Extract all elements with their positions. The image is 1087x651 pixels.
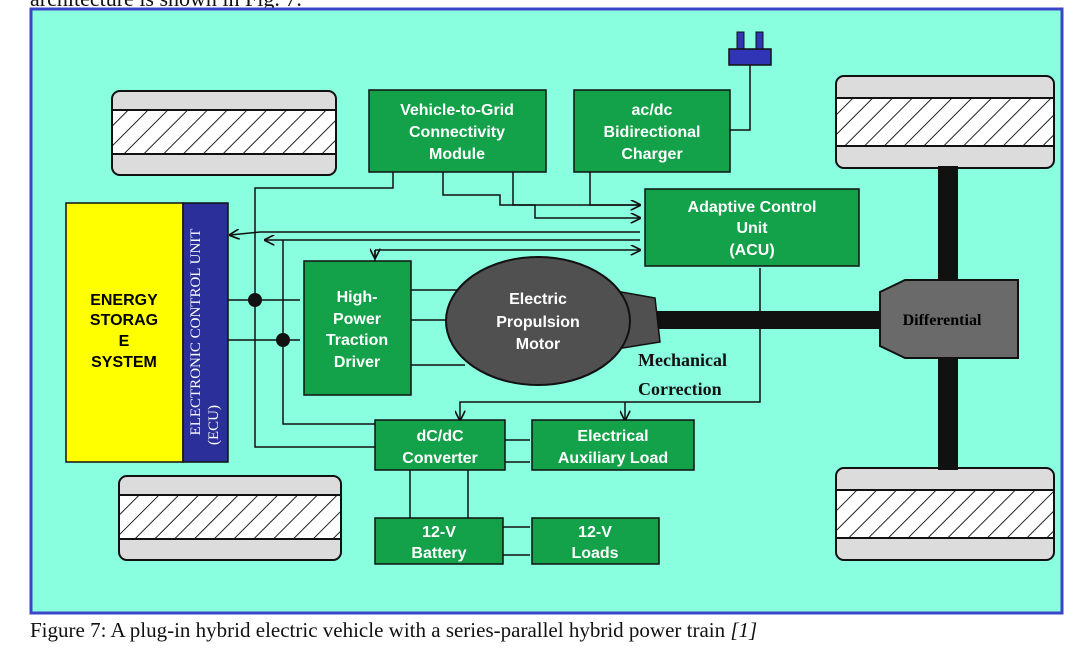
loads-label: Loads (571, 545, 618, 562)
plug-icon (728, 31, 772, 131)
electronic-control-unit (182, 202, 229, 463)
charger-label: Bidirectional (604, 124, 701, 141)
electric-motor (445, 256, 631, 386)
tire-rear-right (835, 467, 1055, 561)
charger-label: ac/dc (632, 102, 673, 119)
ess-label: E (119, 333, 130, 350)
vehicle-to-grid-module (368, 89, 547, 173)
driver-label: High- (337, 289, 378, 306)
ess-label: SYSTEM (91, 354, 157, 371)
motor-label: Electric (509, 291, 567, 308)
differential-label: Differential (903, 312, 982, 329)
charger-label: Charger (621, 146, 682, 163)
signal-lines (228, 172, 761, 556)
traction-driver (303, 260, 412, 396)
driver-label: Driver (334, 354, 380, 371)
driver-label: Power (333, 311, 381, 328)
dcdc-label: dC/dC (416, 428, 464, 445)
tire-front-left (111, 90, 337, 176)
ess-label: STORAG (90, 312, 158, 329)
v2g-label: Module (429, 146, 485, 163)
acu-label: Unit (736, 220, 768, 237)
bidirectional-charger (573, 89, 731, 173)
acu-label: (ACU) (729, 242, 774, 259)
junction-dot (248, 293, 262, 307)
ecu-label: (ECU) (206, 405, 222, 445)
junction-dot (276, 333, 290, 347)
loads-label: 12-V (578, 524, 612, 541)
aux-label: Electrical (577, 428, 648, 445)
auxiliary-load (531, 419, 695, 471)
v2g-label: Vehicle-to-Grid (400, 102, 514, 119)
ess-label: ENERGY (90, 292, 158, 309)
top-text: architecture is shown in Fig. 7. (30, 0, 302, 12)
mechanical-label: Mechanical (638, 350, 727, 370)
tire-rear-left (118, 475, 342, 561)
drive-shaft (655, 311, 880, 329)
figure-caption: Figure 7: A plug-in hybrid electric vehi… (30, 618, 757, 643)
driver-label: Traction (326, 332, 388, 349)
correction-label: Correction (638, 379, 722, 399)
ecu-label: ELECTRONIC CONTROL UNIT (188, 229, 204, 436)
acu-label: Adaptive Control (688, 199, 817, 216)
loads-12v (531, 517, 660, 565)
v2g-label: Connectivity (409, 124, 505, 141)
motor-label: Motor (516, 336, 560, 353)
dcdc-label: Converter (402, 450, 478, 467)
battery-label: Battery (411, 545, 466, 562)
caption-reference: [1] (730, 618, 758, 642)
tire-front-right (835, 75, 1055, 169)
battery-label: 12-V (422, 524, 456, 541)
adaptive-control-unit (644, 188, 860, 267)
aux-label: Auxiliary Load (558, 450, 668, 467)
dcdc-converter (374, 419, 506, 471)
caption-text: Figure 7: A plug-in hybrid electric vehi… (30, 618, 726, 642)
energy-storage-system (65, 202, 184, 463)
motor-label: Propulsion (496, 314, 580, 331)
differential-block (879, 279, 1019, 359)
battery-12v (374, 517, 504, 565)
